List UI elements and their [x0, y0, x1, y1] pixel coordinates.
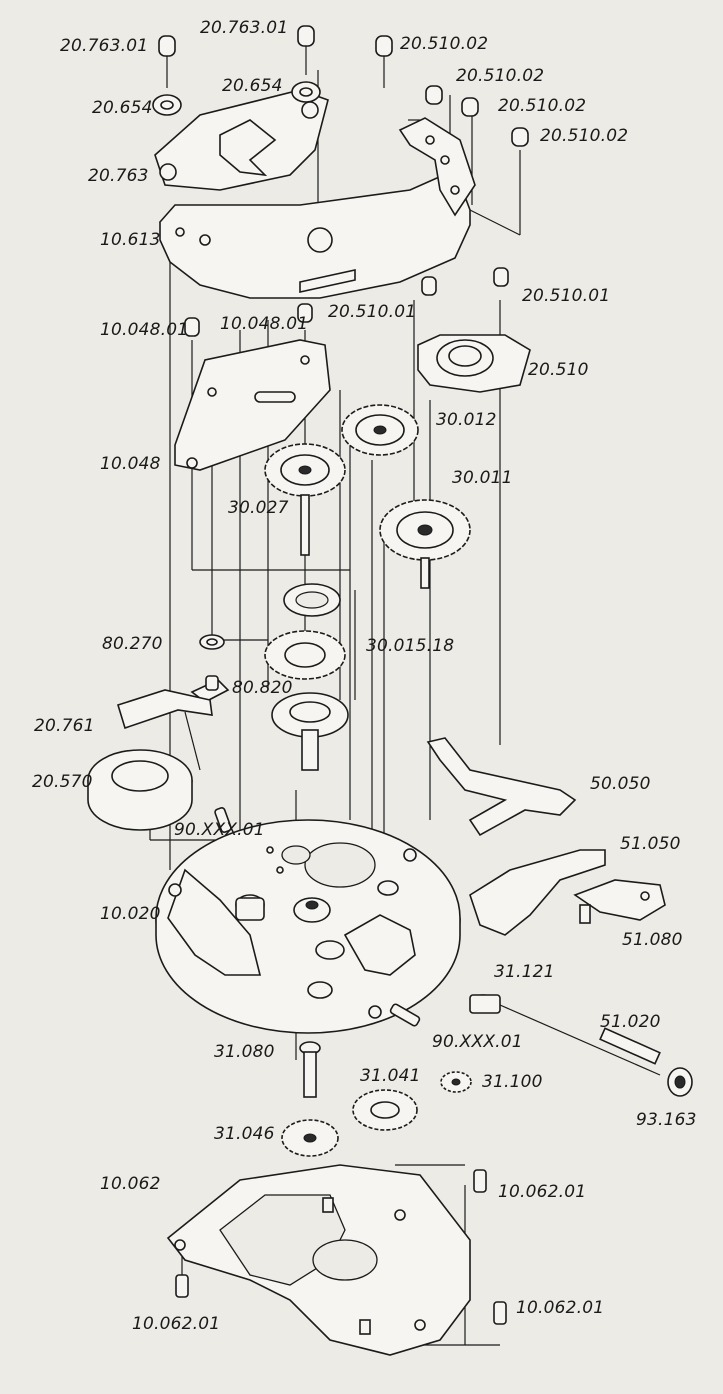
label-20-654-left: 20.654: [92, 98, 153, 118]
gear-middle: [264, 630, 346, 680]
label-51-050: 51.050: [620, 834, 681, 854]
label-20-510-01-right: 20.510.01: [522, 286, 611, 306]
main-plate-10-020: [155, 819, 461, 1034]
label-30-011: 30.011: [452, 468, 513, 488]
gear-30-027: [264, 443, 346, 556]
label-31-100: 31.100: [482, 1072, 543, 1092]
screws-top: [152, 25, 529, 147]
label-10-048: 10.048: [100, 454, 161, 474]
label-10-062-01-left: 10.062.01: [132, 1314, 221, 1334]
label-10-048-01-right: 10.048.01: [220, 314, 309, 334]
label-20-763-01-left: 20.763.01: [60, 36, 149, 56]
label-10-062-01-right: 10.062.01: [516, 1298, 605, 1318]
label-30-012: 30.012: [436, 410, 497, 430]
label-20-510-02-4: 20.510.02: [540, 126, 629, 146]
label-20-510-02-2: 20.510.02: [456, 66, 545, 86]
label-93-163: 93.163: [636, 1110, 697, 1130]
label-20-510-02-top: 20.510.02: [400, 34, 489, 54]
label-30-015-18: 30.015.18: [366, 636, 455, 656]
label-80-820: 80.820: [232, 678, 293, 698]
label-20-510-01-left: 20.510.01: [328, 302, 417, 322]
spring-plate-20-763: [154, 89, 329, 191]
label-90-xxx-01-bottom: 90.XXX.01: [432, 1032, 523, 1052]
lever-51-080: [573, 879, 666, 924]
label-50-050: 50.050: [590, 774, 651, 794]
winding-stem: [469, 994, 693, 1097]
barrel-20-570: [87, 749, 193, 831]
label-10-048-01-left: 10.048.01: [100, 320, 189, 340]
screws-90-xxx: [214, 807, 421, 1027]
gear-30-011: [379, 499, 471, 589]
wheel-31-041: [352, 1089, 418, 1131]
yoke-50-050: [426, 737, 577, 837]
wheel-31-046: [281, 1119, 339, 1157]
label-20-654-right: 20.654: [222, 76, 283, 96]
bridge-10-613: [159, 117, 476, 299]
lever-51-050: [469, 849, 606, 936]
label-30-027: 30.027: [228, 498, 289, 518]
label-31-080: 31.080: [214, 1042, 275, 1062]
label-80-270: 80.270: [102, 634, 163, 654]
bridge-20-510: [417, 267, 531, 393]
label-10-062-01-top: 10.062.01: [498, 1182, 587, 1202]
label-31-121: 31.121: [494, 962, 555, 982]
plate-10-062: [166, 1164, 507, 1356]
label-10-613: 10.613: [100, 230, 161, 250]
label-31-041: 31.041: [360, 1066, 421, 1086]
label-51-020: 51.020: [600, 1012, 661, 1032]
label-20-763-01-top: 20.763.01: [200, 18, 289, 38]
plate-10-048: [174, 303, 331, 471]
wheel-31-100: [440, 1071, 472, 1093]
label-20-510-02-3: 20.510.02: [498, 96, 587, 116]
label-10-020: 10.020: [100, 904, 161, 924]
label-31-046: 31.046: [214, 1124, 275, 1144]
washer-80-270: [199, 634, 225, 650]
label-20-570: 20.570: [32, 772, 93, 792]
label-20-761: 20.761: [34, 716, 95, 736]
label-51-080: 51.080: [622, 930, 683, 950]
label-10-062: 10.062: [100, 1174, 161, 1194]
label-20-510: 20.510: [528, 360, 589, 380]
gear-30-012: [341, 404, 419, 456]
spring-20-761: [117, 689, 213, 771]
wheel-31-080: [299, 1041, 321, 1098]
label-90-xxx-01-top: 90.XXX.01: [174, 820, 265, 840]
label-20-763: 20.763: [88, 166, 149, 186]
clip-ring: [283, 583, 341, 617]
cannon-pinion: [271, 692, 349, 771]
part-80-820: [190, 675, 230, 703]
